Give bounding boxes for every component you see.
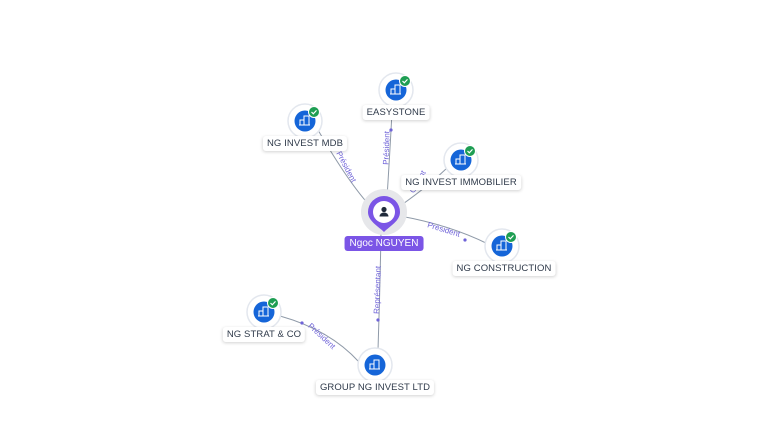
building-icon	[299, 115, 310, 126]
company-node-easystone[interactable]	[378, 72, 414, 108]
edge-label: Président	[381, 130, 391, 165]
company-label-ng-invest-immobilier[interactable]: NG INVEST IMMOBILIER	[401, 175, 521, 190]
company-label-group-ng-invest-ltd[interactable]: GROUP NG INVEST LTD	[315, 380, 435, 395]
edge-person-ng-construction	[399, 215, 489, 245]
company-label-ng-strat-co[interactable]: NG STRAT & CO	[222, 327, 306, 342]
person-label[interactable]: Ngoc NGUYEN	[344, 236, 424, 251]
company-node-disc	[364, 354, 386, 376]
verified-check-icon	[464, 145, 476, 157]
verified-check-icon	[399, 75, 411, 87]
edge-arrow	[389, 128, 393, 132]
company-label-ng-invest-mdb[interactable]: NG INVEST MDB	[262, 136, 348, 151]
verified-check-icon	[267, 297, 279, 309]
company-node-ng-construction[interactable]	[484, 228, 520, 264]
company-node-ng-strat-co[interactable]	[246, 294, 282, 330]
person-node[interactable]	[361, 189, 407, 235]
company-label-easystone[interactable]: EASYSTONE	[362, 105, 430, 120]
company-label-ng-construction[interactable]: NG CONSTRUCTION	[452, 261, 556, 276]
building-icon	[496, 240, 507, 251]
edge-arrow	[300, 321, 304, 325]
building-icon	[390, 84, 401, 95]
edge-arrow	[463, 238, 467, 242]
edge-label: Président	[426, 220, 462, 239]
building-icon	[369, 359, 380, 370]
building-icon	[455, 154, 466, 165]
edge-label: Président	[306, 321, 337, 351]
company-node-ng-invest-mdb[interactable]	[287, 103, 323, 139]
building-icon	[258, 306, 269, 317]
company-node-group-ng-invest-ltd[interactable]	[357, 347, 393, 383]
person-icon	[379, 206, 389, 217]
verified-check-icon	[308, 106, 320, 118]
edge-arrow	[376, 318, 380, 322]
company-node-ng-invest-immobilier[interactable]	[443, 142, 479, 178]
edge-group-ng-invest-ltd-ng-strat-co	[279, 315, 360, 363]
edge-label: Président	[334, 150, 358, 185]
verified-check-icon	[505, 231, 517, 243]
edge-label: Représentant	[372, 265, 383, 314]
